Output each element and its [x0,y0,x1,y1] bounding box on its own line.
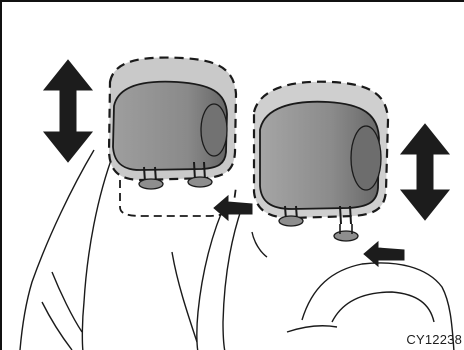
figure-code-label: CY12238 [406,332,462,347]
left-adjust-arrow-icon [44,60,92,162]
left-headrest [113,82,236,216]
right-adjust-arrow-icon [401,124,449,220]
right-headrest [260,102,381,241]
